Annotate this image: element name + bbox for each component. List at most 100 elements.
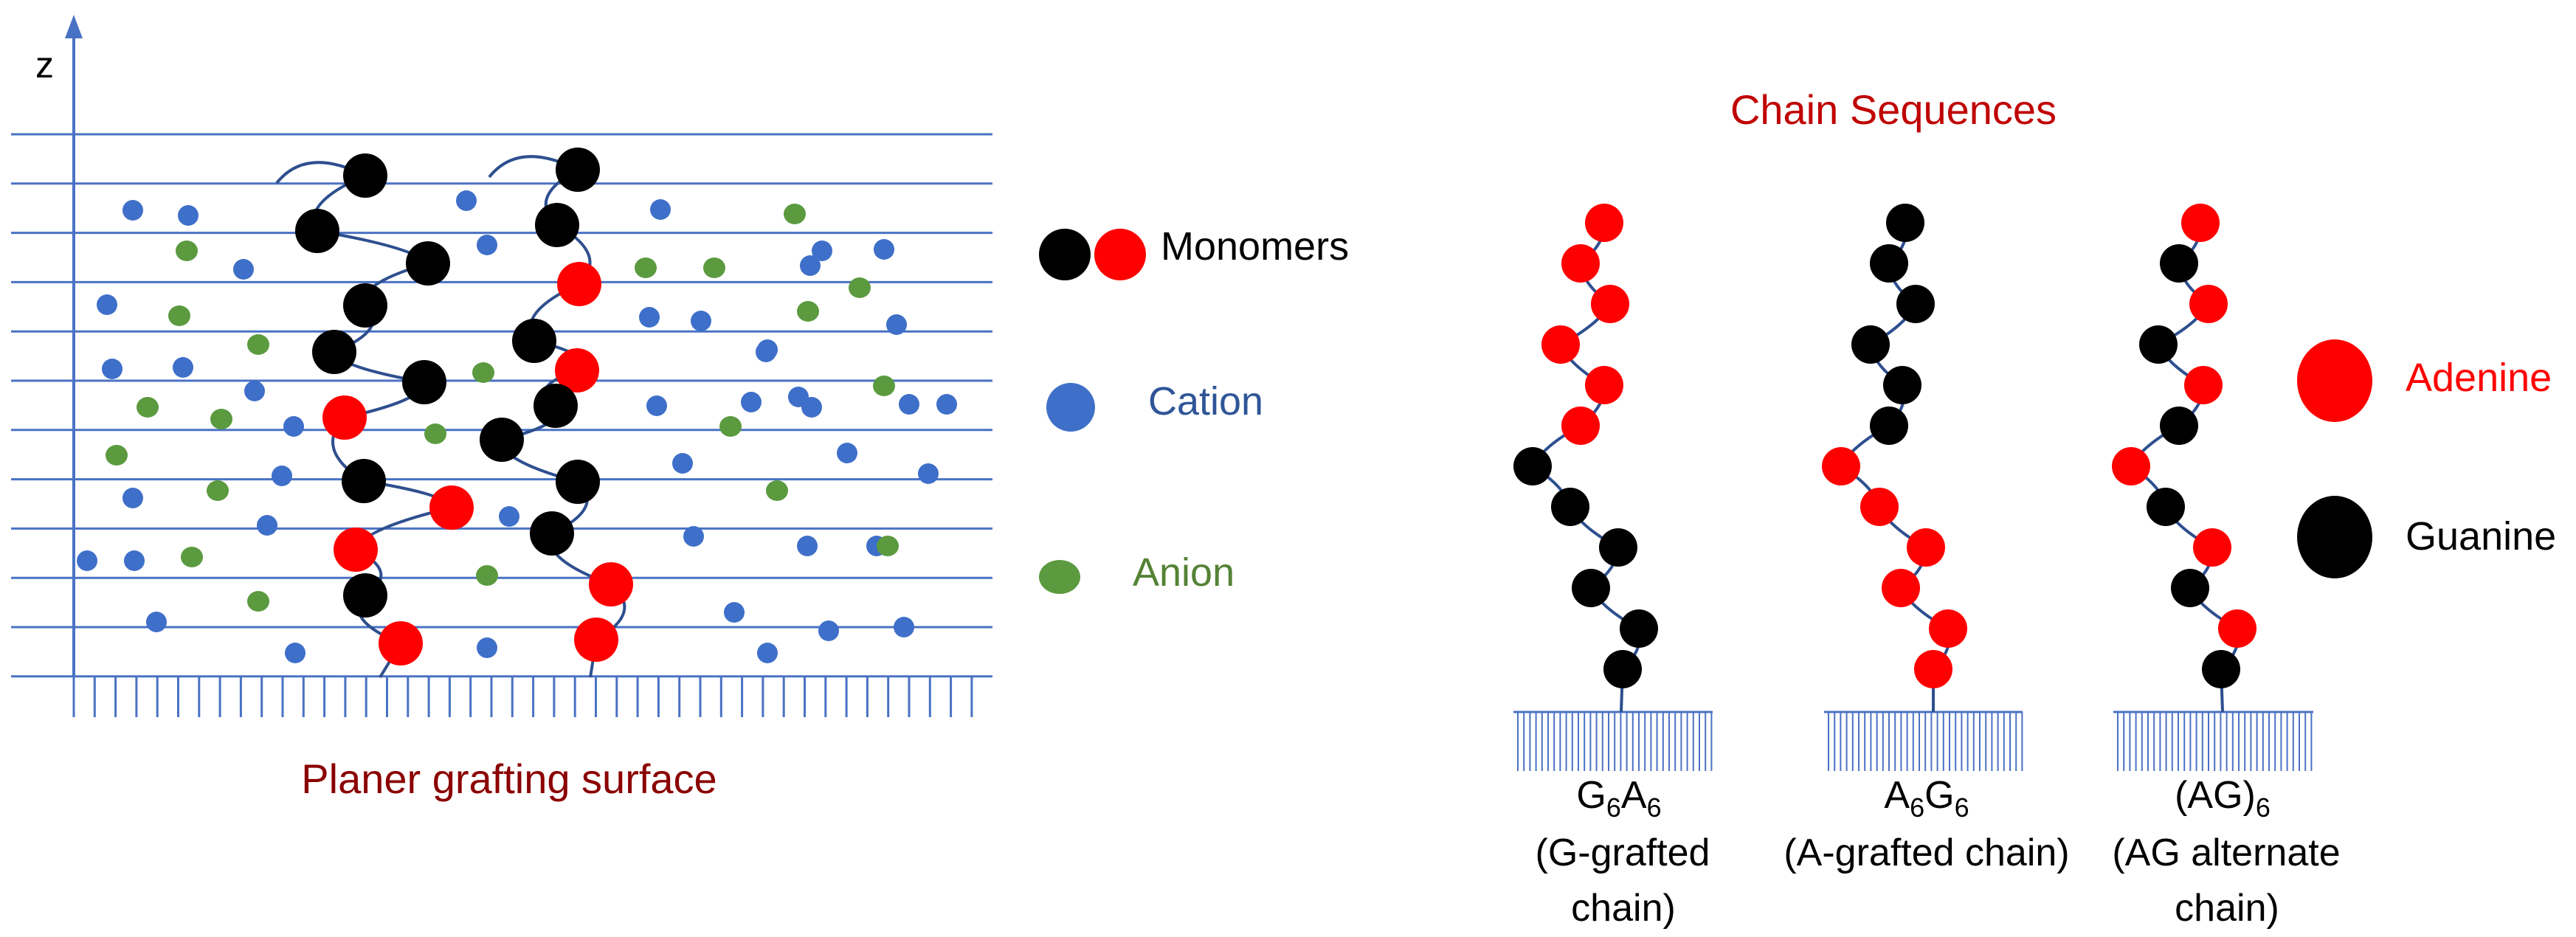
chain-label-line2: (G-grafted: [1536, 831, 1710, 874]
cation-particle: [788, 387, 809, 407]
guanine-monomer: [556, 460, 600, 504]
adenine-monomer: [2218, 609, 2256, 648]
cation-particle: [178, 205, 198, 226]
guanine-monomer: [2160, 244, 2198, 283]
chain-label-line3: chain): [1571, 887, 1676, 930]
guanine-monomer: [556, 148, 600, 192]
chain-label-line1: G6A6: [1576, 774, 1661, 823]
adenine-monomer: [334, 528, 378, 572]
adenine-monomer: [2112, 447, 2150, 485]
anion-particle: [719, 416, 742, 437]
chain-label-line2: (A-grafted chain): [1783, 831, 2069, 874]
cation-particle: [499, 506, 519, 527]
cation-particle: [918, 463, 939, 484]
cation-particle: [672, 453, 693, 474]
guanine-label: Guanine: [2406, 514, 2556, 559]
adenine-monomer: [2181, 204, 2220, 242]
guanine-monomer: [1620, 609, 1658, 648]
grid-lines: [11, 133, 992, 678]
adenine-monomer: [1561, 407, 1600, 445]
cation-particle: [272, 466, 292, 486]
adenine-monomer: [574, 618, 618, 662]
adenine-monomer: [1591, 285, 1629, 323]
cation-particle: [899, 394, 919, 415]
adenine-monomer: [1585, 204, 1623, 242]
cation-particle: [639, 307, 660, 328]
adenine-monomer: [1929, 609, 1967, 648]
cation-particle: [122, 488, 143, 508]
guanine-monomer: [343, 283, 387, 328]
guanine-monomer: [1870, 407, 1908, 445]
guanine-monomer: [1513, 447, 1552, 485]
chain-label-line1: (AG)6: [2175, 774, 2271, 823]
adenine-monomer: [1907, 528, 1945, 567]
cation-particle: [477, 637, 497, 658]
adenine-monomer: [1914, 650, 1952, 688]
adenine-monomer: [429, 485, 474, 530]
anion-particle: [247, 591, 269, 612]
anion-particle: [168, 305, 190, 326]
cation-particle: [818, 620, 839, 641]
cation-particle: [837, 443, 857, 463]
anion-particle: [703, 257, 725, 278]
cation-particle: [102, 359, 122, 379]
surface-ticks: [72, 677, 973, 717]
cation-particle: [650, 199, 671, 220]
monomers-legend: Monomers: [1039, 224, 1349, 280]
anion-particle: [849, 277, 871, 298]
cation-particle: [257, 515, 277, 536]
monomers-label: Monomers: [1161, 224, 1349, 269]
right-chains: [1513, 204, 2313, 771]
anion-particle: [784, 204, 806, 224]
adenine-monomer: [2193, 528, 2231, 567]
adenine-monomer: [2184, 366, 2223, 404]
cation-particle: [683, 526, 704, 547]
monomer-red-swatch: [1094, 229, 1146, 280]
cation-particle: [285, 643, 305, 663]
adenine-legend: Adenine: [2297, 339, 2552, 422]
anion-particle: [424, 423, 446, 444]
cation-legend: Cation: [1046, 379, 1263, 432]
guanine-monomer: [530, 511, 574, 556]
cation-particle: [757, 643, 778, 663]
chain-label-g6a6: G6A6 (G-grafted chain): [1536, 774, 1710, 930]
adenine-monomer: [1860, 488, 1899, 526]
guanine-monomer: [1870, 244, 1908, 283]
cation-particle: [97, 294, 117, 315]
cation-particle: [936, 394, 957, 415]
adenine-swatch: [2297, 339, 2372, 422]
guanine-monomer: [406, 241, 450, 286]
chain-sequences-title: Chain Sequences: [1730, 86, 2057, 133]
cation-particle: [124, 550, 145, 571]
cation-particle: [233, 259, 254, 280]
cation-particle: [173, 357, 193, 378]
cation-particle: [244, 381, 265, 401]
cation-particle: [724, 602, 745, 623]
left-panel: z Planer grafting surface Monomers Catio…: [11, 15, 1349, 802]
anion-particle: [137, 397, 159, 418]
cation-particle: [146, 612, 167, 632]
cation-particle: [456, 190, 477, 211]
guanine-monomer: [533, 384, 578, 428]
guanine-monomer: [2139, 325, 2178, 364]
guanine-monomer: [535, 203, 579, 247]
cation-particle: [283, 416, 304, 437]
cation-particle: [874, 239, 894, 260]
guanine-monomer: [2147, 488, 2185, 526]
guanine-monomer: [312, 330, 356, 374]
cation-particle: [77, 550, 97, 571]
ions: [77, 190, 957, 663]
guanine-monomer: [1896, 285, 1935, 323]
chain-label-line1: A6G6: [1884, 774, 1969, 823]
cation-particle: [812, 241, 832, 261]
surface-label: Planer grafting surface: [301, 756, 716, 802]
anion-particle: [873, 376, 895, 396]
anion-label: Anion: [1133, 550, 1235, 595]
anion-legend: Anion: [1039, 550, 1235, 595]
guanine-monomer: [1572, 569, 1610, 607]
z-axis-arrowhead: [65, 15, 83, 38]
monomer-black-swatch: [1039, 229, 1091, 280]
guanine-monomer: [1886, 204, 1924, 242]
guanine-monomer: [343, 573, 387, 618]
anion-particle: [207, 480, 229, 501]
